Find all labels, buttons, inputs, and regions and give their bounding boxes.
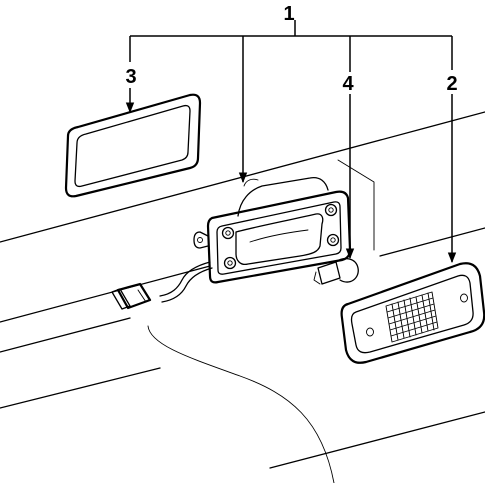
lens-gasket-part-3 — [64, 93, 202, 198]
bulb-part-4 — [313, 257, 359, 285]
leader-lines — [125, 20, 457, 264]
lamp-housing — [193, 176, 352, 284]
lens-part-2 — [340, 262, 485, 364]
lens-crosshatch — [385, 291, 439, 343]
callout-4: 4 — [342, 73, 354, 95]
callout-2: 2 — [446, 73, 457, 95]
callout-3: 3 — [125, 66, 136, 88]
callout-1: 1 — [283, 3, 294, 25]
wiring-harness — [111, 261, 213, 310]
